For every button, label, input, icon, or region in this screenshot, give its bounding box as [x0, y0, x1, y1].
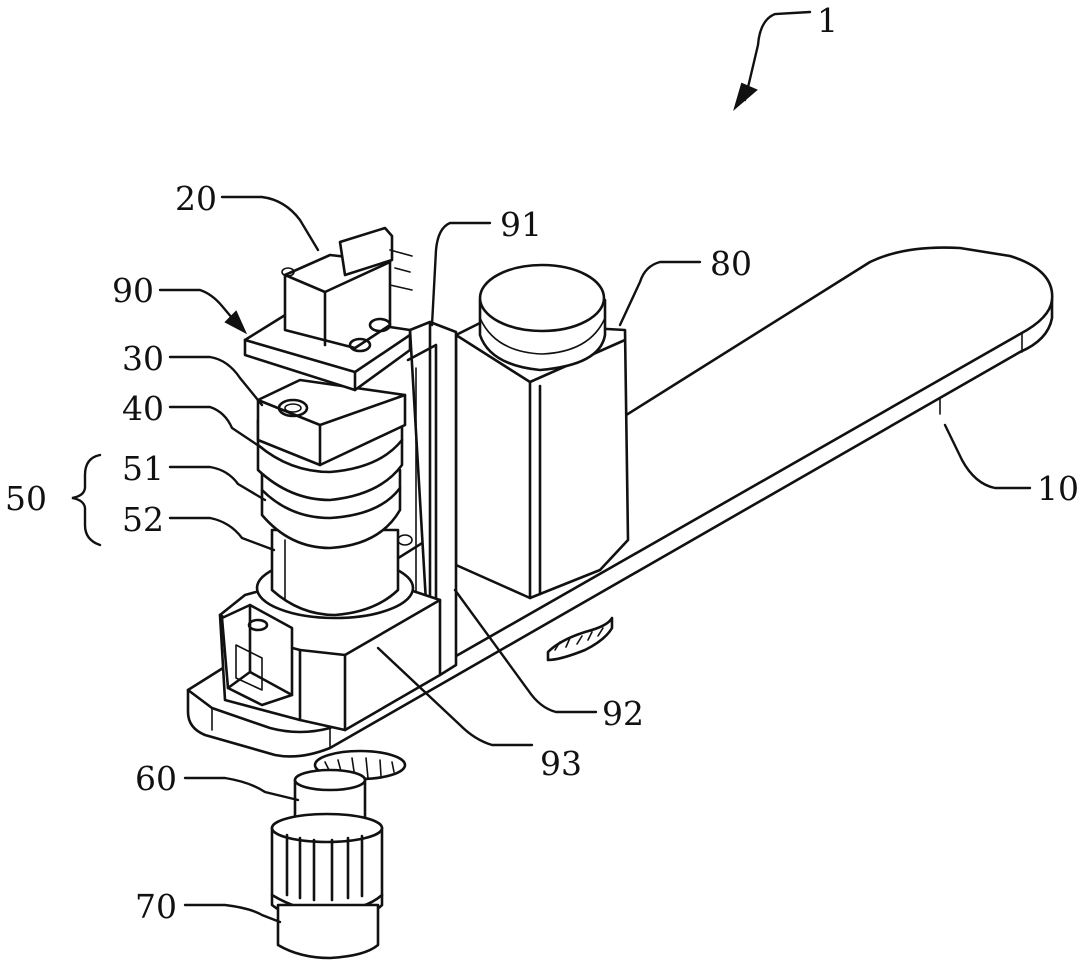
gear-under-arm-rear: [546, 616, 614, 662]
label-80: 80: [710, 244, 752, 283]
label-10: 10: [1037, 469, 1079, 508]
reference-labels: 1 20 91 80 90 30 40 51 50 52 10 92 93 60…: [5, 1, 1079, 926]
label-60: 60: [135, 759, 177, 798]
label-1: 1: [817, 1, 838, 40]
label-91: 91: [500, 205, 542, 244]
label-70: 70: [135, 887, 177, 926]
label-92: 92: [602, 694, 644, 733]
label-90: 90: [112, 271, 154, 310]
label-20: 20: [175, 179, 217, 218]
motor-box: [454, 263, 630, 600]
actuator-20: [281, 226, 413, 353]
label-30: 30: [122, 339, 164, 378]
label-40: 40: [122, 389, 164, 428]
label-52: 52: [122, 500, 164, 539]
block-30: [256, 378, 407, 467]
label-51: 51: [122, 449, 164, 488]
label-50: 50: [5, 479, 47, 518]
base-block: [218, 578, 442, 732]
head-70: [270, 812, 384, 960]
leader-lines: [71, 10, 1032, 924]
label-93: 93: [540, 744, 582, 783]
